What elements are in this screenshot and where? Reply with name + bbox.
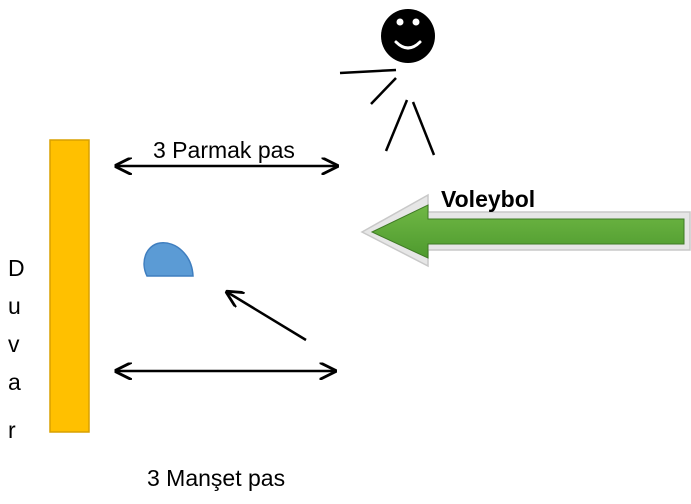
left-arrow-icon (360, 193, 691, 268)
wall-letter: r (8, 417, 16, 443)
wall-letter: a (8, 369, 21, 395)
forearm-pass-label: 3 Manşet pas (147, 465, 286, 491)
diagonal-arrow (227, 292, 307, 342)
ball-icon (143, 242, 194, 277)
wall-letter: D (8, 255, 25, 281)
wall (49, 139, 90, 433)
finger-pass-label: 3 Parmak pas (153, 137, 295, 163)
volleyball-label: Voleybol (441, 186, 536, 212)
wall-letter: v (8, 331, 20, 357)
wall-letter: u (8, 293, 21, 319)
stick-figure-icon (339, 9, 436, 156)
wall-label: D u v a r (8, 249, 28, 449)
smiley-face-icon (381, 9, 435, 63)
